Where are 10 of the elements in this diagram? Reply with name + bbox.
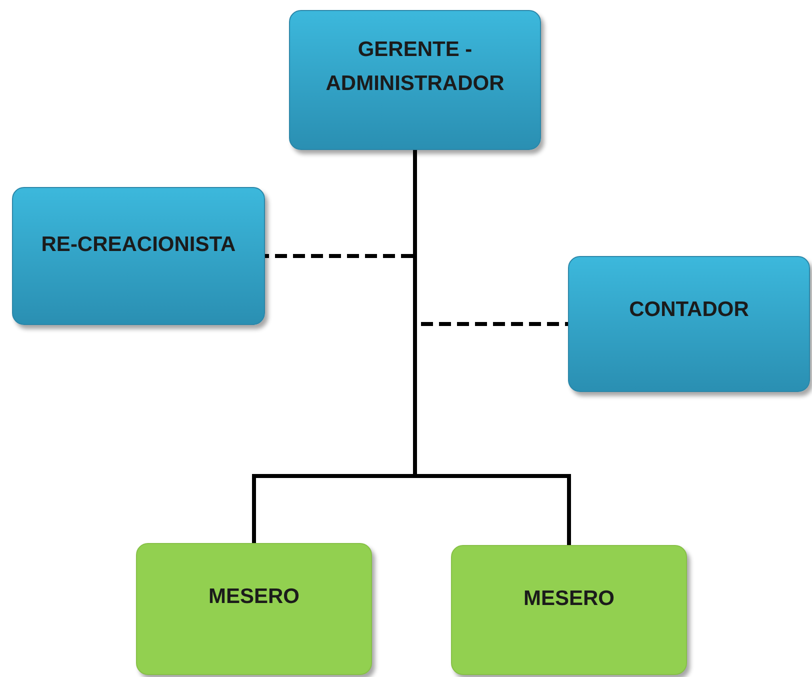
- box-label: GERENTE - ADMINISTRADOR: [324, 37, 506, 97]
- box-label: CONTADOR: [628, 297, 750, 323]
- org-box: [136, 543, 372, 675]
- box-label: MESERO: [522, 586, 616, 612]
- org-box: [289, 10, 541, 150]
- org-box: [451, 545, 687, 675]
- org-box: [568, 256, 810, 392]
- box-label: RE-CREACIONISTA: [40, 232, 237, 258]
- org-box: [12, 187, 265, 325]
- box-label: MESERO: [207, 584, 300, 610]
